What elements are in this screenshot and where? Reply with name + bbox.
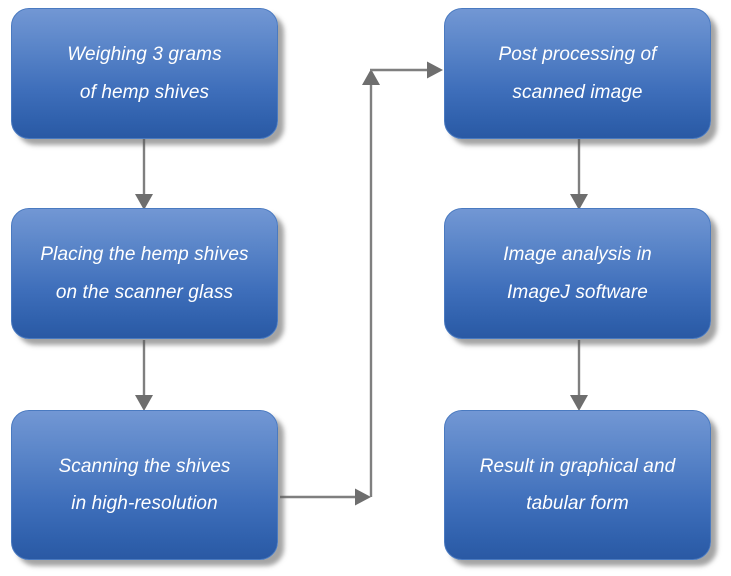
connector-postprocessing-to-imageanalysis (570, 139, 588, 210)
node-placing-line-1: Placing the hemp shives (40, 244, 249, 266)
node-imageanalysis-line-1: Image analysis in (503, 244, 652, 266)
node-scanning-line-1: Scanning the shives (58, 455, 231, 477)
flowchart-node-postprocessing[interactable]: Post processing of scanned image (444, 8, 711, 139)
flowchart-node-imageanalysis[interactable]: Image analysis in ImageJ software (444, 208, 711, 339)
flowchart-node-placing[interactable]: Placing the hemp shives on the scanner g… (11, 208, 278, 339)
node-weighing-line-2: of hemp shives (79, 81, 210, 103)
connector-imageanalysis-to-result (570, 340, 588, 411)
node-imageanalysis-line-2: ImageJ software (507, 281, 648, 303)
node-scanning-line-2: in high-resolution (71, 493, 218, 514)
flowchart-node-result[interactable]: Result in graphical and tabular form (444, 410, 711, 560)
flowchart-node-scanning[interactable]: Scanning the shives in high-resolution (11, 410, 278, 560)
node-result-line-1: Result in graphical and (479, 455, 676, 477)
connector-placing-to-scanning (135, 340, 153, 411)
connector-weighing-to-placing (135, 139, 153, 210)
connector-scanning-to-postprocessing (280, 61, 443, 506)
flowchart-node-weighing[interactable]: Weighing 3 grams of hemp shives (11, 8, 278, 139)
node-placing-line-2: on the scanner glass (55, 281, 234, 303)
node-postprocessing-line-1: Post processing of (498, 44, 657, 66)
node-result-line-2: tabular form (526, 493, 629, 514)
node-weighing-line-1: Weighing 3 grams (67, 44, 222, 66)
node-postprocessing-line-2: scanned image (512, 81, 643, 103)
